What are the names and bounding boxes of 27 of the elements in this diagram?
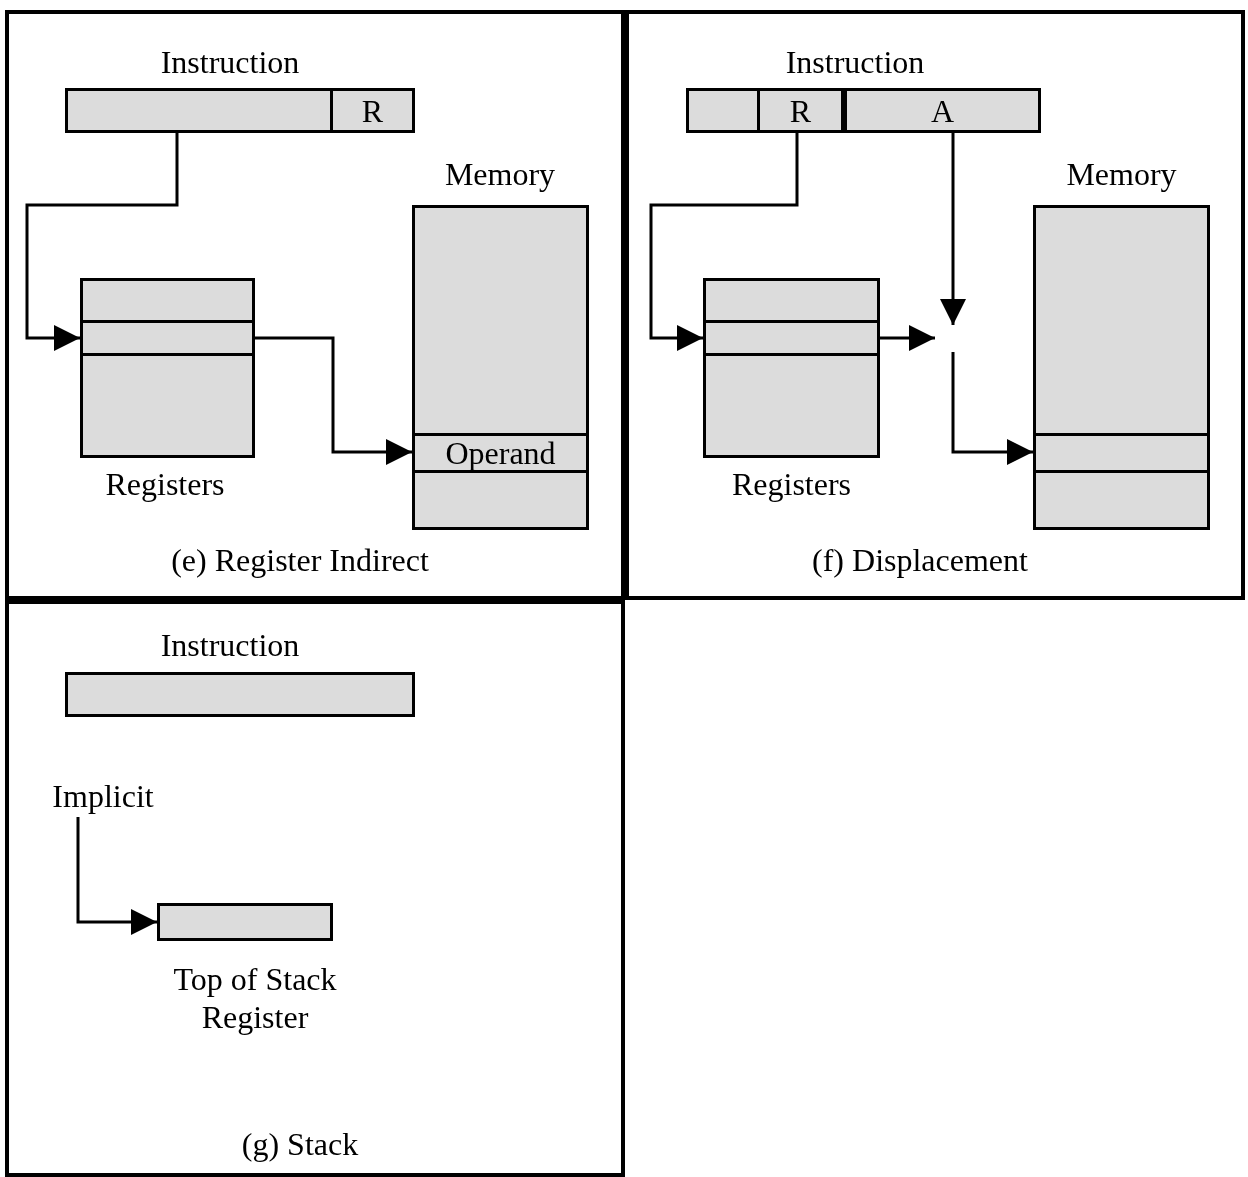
arrow xyxy=(25,133,179,351)
register-row xyxy=(80,320,255,356)
panel-caption: (f) Displacement xyxy=(811,541,1029,580)
arrow xyxy=(880,325,935,351)
panel-frame xyxy=(5,600,625,1177)
operand-cell: Operand xyxy=(412,433,589,473)
arrow xyxy=(951,352,1033,465)
panel-frame xyxy=(625,10,1245,600)
top-of-stack-label: Top of Stack Register xyxy=(172,960,338,1037)
instruction-label: Instruction xyxy=(784,43,926,82)
memory-label: Memory xyxy=(1065,155,1178,194)
panel-frame xyxy=(5,10,625,600)
panel-caption: (g) Stack xyxy=(240,1125,360,1164)
register-row xyxy=(703,320,880,356)
arrow xyxy=(940,133,966,325)
register-field: R xyxy=(757,88,844,133)
registers-label: Registers xyxy=(104,465,226,504)
panel-caption: (e) Register Indirect xyxy=(170,541,430,580)
arrow xyxy=(76,817,157,935)
arrow xyxy=(255,336,412,465)
instruction-label: Instruction xyxy=(159,626,301,665)
instruction-label: Instruction xyxy=(159,43,301,82)
memory-cell xyxy=(1033,433,1210,473)
registers-label: Registers xyxy=(730,465,853,504)
memory-label: Memory xyxy=(443,155,557,194)
implicit-label: Implicit xyxy=(28,775,178,817)
arrow xyxy=(649,133,799,351)
